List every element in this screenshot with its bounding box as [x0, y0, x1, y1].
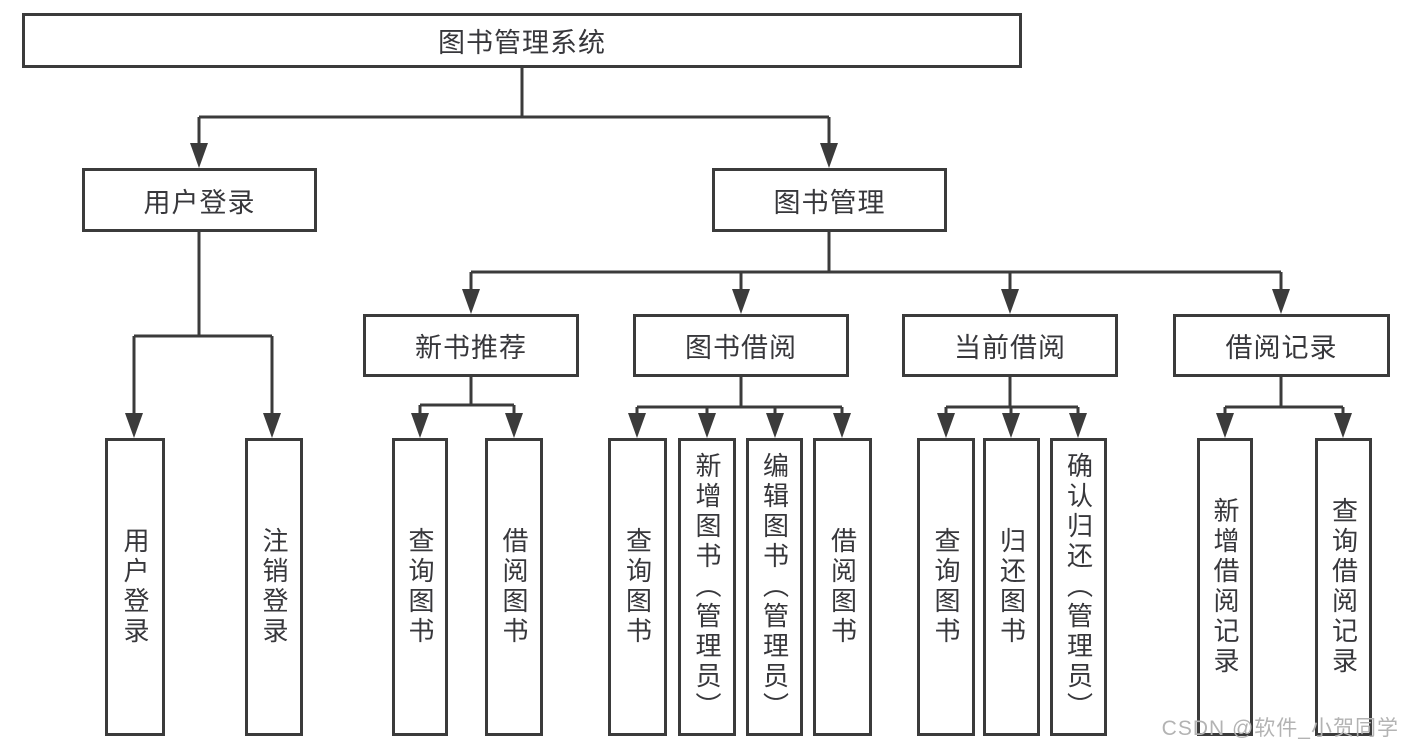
node-label: 图书管理: [773, 187, 886, 218]
node-label: 确认归还（管理员）: [1063, 452, 1094, 722]
node-label: 用户登录: [120, 527, 150, 647]
node-label: 查询图书: [622, 527, 653, 647]
leaf-borrow-books-recommend: 借阅图书: [485, 438, 543, 736]
node-label: 借阅记录: [1225, 333, 1338, 363]
node-label: 当前借阅: [954, 333, 1066, 363]
node-label: 借阅图书: [499, 527, 529, 647]
node-label: 查询借阅记录: [1328, 497, 1359, 677]
leaf-query-books-current: 查询图书: [917, 438, 975, 736]
node-book-management: 图书管理: [712, 168, 947, 232]
leaf-query-books-recommend: 查询图书: [392, 438, 448, 736]
node-user-login: 用户登录: [82, 168, 317, 232]
connector-arrowheads: [125, 143, 1352, 438]
node-library-system: 图书管理系统: [22, 13, 1022, 68]
node-label: 归还图书: [996, 527, 1027, 647]
node-label: 新增图书（管理员）: [692, 452, 722, 722]
node-label: 新增借阅记录: [1210, 497, 1240, 677]
node-label: 查询图书: [405, 527, 435, 647]
leaf-logout-login: 注销登录: [245, 438, 303, 736]
node-label: 图书管理系统: [438, 28, 606, 58]
node-label: 注销登录: [259, 527, 289, 647]
leaf-add-book-admin: 新增图书（管理员）: [678, 438, 736, 736]
watermark: CSDN @软件_小贺同学: [1161, 717, 1399, 740]
leaf-confirm-return-admin: 确认归还（管理员）: [1050, 438, 1107, 736]
node-current-borrowing: 当前借阅: [902, 314, 1118, 377]
leaf-edit-book-admin: 编辑图书（管理员）: [746, 438, 803, 736]
node-label: 图书借阅: [685, 333, 797, 363]
leaf-return-book: 归还图书: [983, 438, 1040, 736]
node-label: 新书推荐: [415, 333, 527, 363]
leaf-add-borrow-record: 新增借阅记录: [1197, 438, 1253, 736]
leaf-borrow-books: 借阅图书: [813, 438, 872, 736]
node-book-borrowing: 图书借阅: [633, 314, 849, 377]
connector-strokes: [132, 68, 1345, 416]
node-borrowing-records: 借阅记录: [1173, 314, 1390, 377]
node-label: 借阅图书: [827, 527, 858, 647]
node-label: 用户登录: [143, 187, 256, 218]
leaf-query-books-borrowing: 查询图书: [608, 438, 667, 736]
leaf-user-login: 用户登录: [105, 438, 165, 736]
node-label: 查询图书: [931, 527, 961, 647]
node-label: 编辑图书（管理员）: [759, 452, 790, 722]
node-new-book-recommend: 新书推荐: [363, 314, 579, 377]
leaf-query-borrow-record: 查询借阅记录: [1315, 438, 1372, 736]
